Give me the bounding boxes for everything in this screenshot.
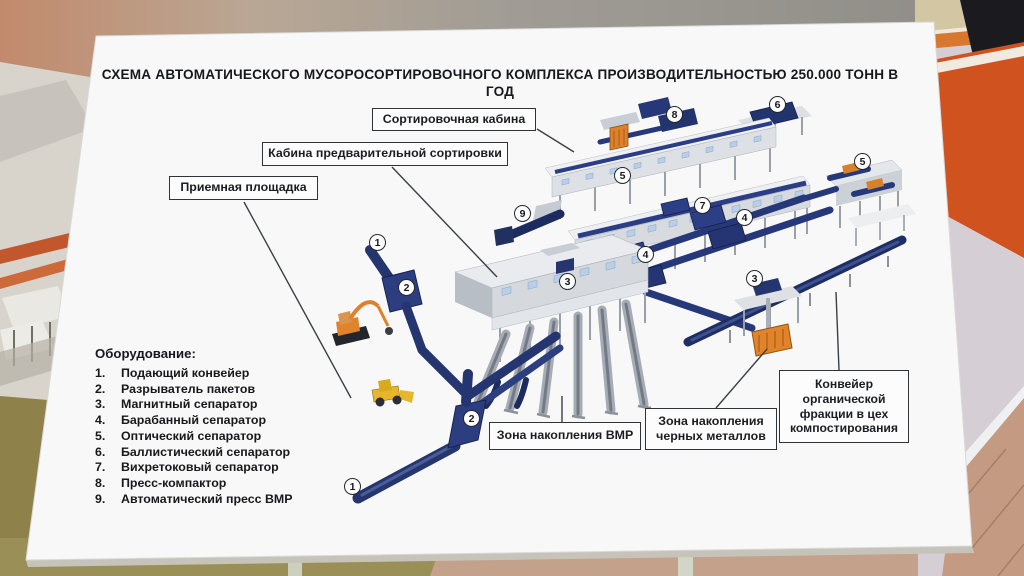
marker-bag-breaker-2: 2 (398, 279, 415, 296)
marker-press-compactor-8: 8 (666, 106, 683, 123)
label-pre-sorting-cabin: Кабина предварительной сортировки (262, 142, 508, 166)
equipment-item: 2.Разрыватель пакетов (95, 381, 256, 396)
excavator-graphic (332, 300, 393, 346)
equipment-item: 3.Магнитный сепаратор (95, 397, 258, 412)
label-organic-conveyor: Конвейер органической фракции в цех комп… (779, 370, 909, 443)
equipment-item: 7.Вихретоковый сепаратор (95, 460, 279, 475)
optical-separator-platform (803, 159, 916, 246)
separator-conveyors (544, 194, 834, 306)
equipment-item: 8.Пресс-компактор (95, 475, 227, 490)
equipment-heading: Оборудование: (95, 346, 196, 361)
marker-feed-conveyor-1b: 1 (344, 478, 361, 495)
wheel-loader-graphic (371, 379, 414, 407)
label-vmr-zone: Зона накопления ВМР (489, 422, 641, 450)
marker-bag-breaker-2b: 2 (463, 410, 480, 427)
equipment-item: 9.Автоматический пресс ВМР (95, 491, 293, 506)
marker-magnetic-separator-3: 3 (559, 273, 576, 290)
equipment-item: 1.Подающий конвейер (95, 366, 250, 380)
label-receiving-area: Приемная площадка (169, 176, 318, 200)
marker-optical-separator-5b: 5 (854, 153, 871, 170)
label-ferrous-zone: Зона накопления черных металлов (645, 408, 777, 450)
poster-title: СХЕМА АВТОМАТИЧЕСКОГО МУСОРОСОРТИРОВОЧНО… (101, 67, 899, 99)
equipment-item: 6.Баллистический сепаратор (95, 444, 291, 459)
marker-feed-conveyor-1: 1 (369, 234, 386, 251)
marker-ballistic-separator-6: 6 (769, 96, 786, 113)
equipment-item: 5.Оптический сепаратор (95, 428, 262, 443)
sorting-cabin-upper (544, 117, 777, 219)
label-leader-lines (243, 128, 840, 422)
chute-fan (471, 299, 652, 420)
marker-magnetic-separator-3b: 3 (746, 270, 763, 287)
marker-drum-separator-4b: 4 (637, 246, 654, 263)
marker-drum-separator-4: 4 (736, 209, 753, 226)
label-sorting-cabin: Сортировочная кабина (372, 108, 536, 131)
equipment-item: 4.Барабанный сепаратор (95, 413, 267, 428)
marker-eddy-current-separator-7: 7 (694, 197, 711, 214)
marker-vmr-press-9: 9 (514, 205, 531, 222)
vmr-press-line (494, 200, 565, 246)
orange-wall-panel (932, 42, 1024, 258)
marker-optical-separator-5: 5 (614, 167, 631, 184)
ferrous-metal-station (734, 278, 802, 357)
equipment-legend: Оборудование: 1.Подающий конвейер 2.Разр… (95, 346, 293, 507)
